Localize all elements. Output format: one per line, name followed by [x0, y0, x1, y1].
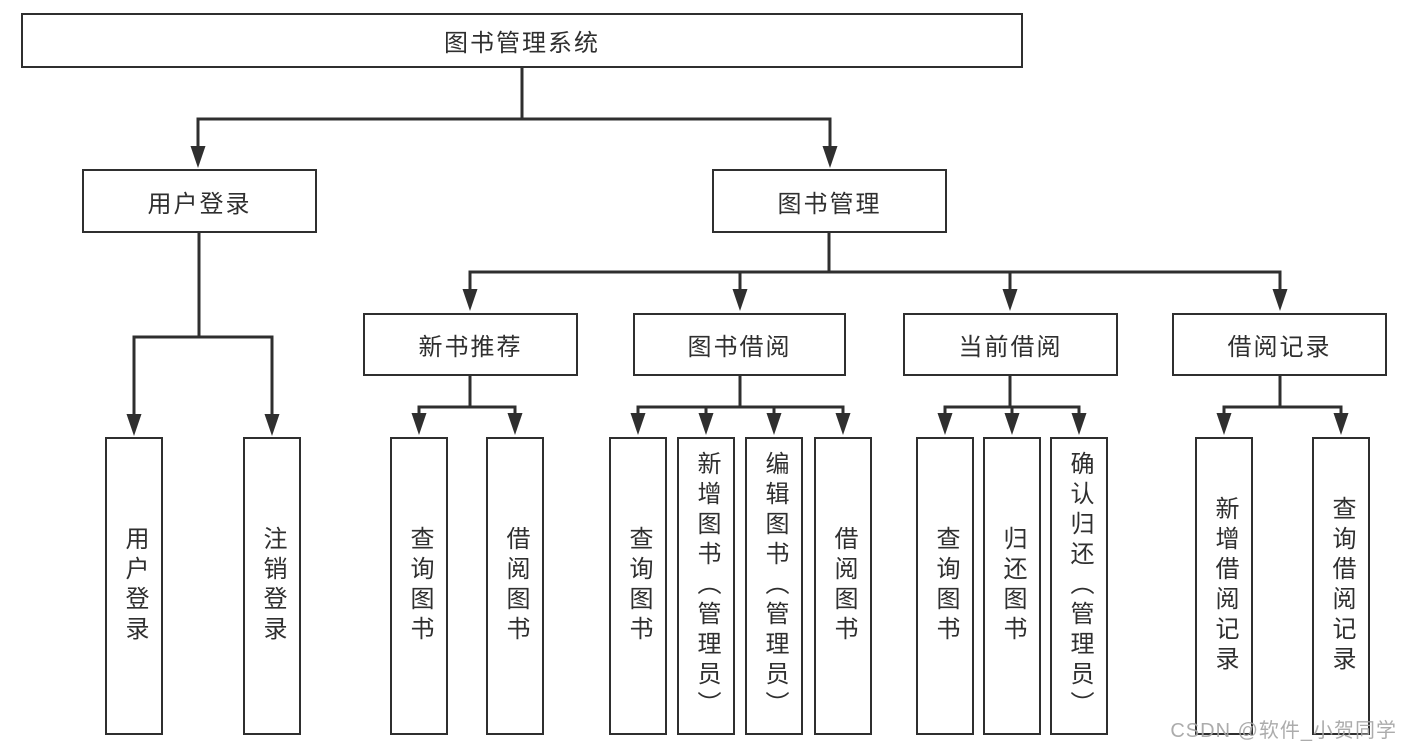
node-new-book-recommendation: 新书推荐: [363, 313, 578, 376]
leaf-edit-books-admin: 编辑图书（管理员）: [745, 437, 803, 735]
leaf-borrow-books-recommend: 借阅图书: [486, 437, 544, 735]
node-book-management: 图书管理: [712, 169, 947, 233]
arrowheads: [126, 146, 1349, 436]
connector-book-borrowing: [636, 374, 845, 419]
leaf-query-books-borrowing: 查询图书: [609, 437, 667, 735]
arrowhead-icon: [822, 146, 838, 168]
connector-current-borrowing: [943, 374, 1081, 419]
leaf-logout: 注销登录: [243, 437, 301, 735]
leaf-query-books-recommend: 查询图书: [390, 437, 448, 735]
arrowhead-icon: [1216, 413, 1232, 435]
arrowhead-icon: [1071, 413, 1087, 435]
node-book-borrowing: 图书借阅: [633, 313, 846, 376]
connector-user-login-to-leaves: [132, 231, 274, 420]
leaf-confirm-return-admin: 确认归还（管理员）: [1050, 437, 1108, 735]
leaf-query-books-current: 查询图书: [916, 437, 974, 735]
arrowhead-icon: [732, 289, 748, 311]
arrowhead-icon: [1004, 413, 1020, 435]
arrowhead-icon: [126, 414, 142, 436]
node-user-login: 用户登录: [82, 169, 317, 233]
arrowhead-icon: [1272, 289, 1288, 311]
csdn-watermark: CSDN @软件_小贺同学: [1170, 720, 1397, 742]
connector-borrowing-records: [1222, 374, 1343, 419]
connector-book-management-to-level3: [468, 231, 1282, 294]
connector-new-book-recommendation: [417, 374, 517, 419]
leaf-add-books-admin: 新增图书（管理员）: [677, 437, 735, 735]
arrowhead-icon: [462, 289, 478, 311]
arrowhead-icon: [766, 413, 782, 435]
arrowhead-icon: [698, 413, 714, 435]
arrowhead-icon: [190, 146, 206, 168]
arrowhead-icon: [1002, 289, 1018, 311]
arrowhead-icon: [1333, 413, 1349, 435]
leaf-return-books: 归还图书: [983, 437, 1041, 735]
arrowhead-icon: [835, 413, 851, 435]
arrowhead-icon: [507, 413, 523, 435]
leaf-query-borrow-record: 查询借阅记录: [1312, 437, 1370, 735]
node-library-management-system: 图书管理系统: [21, 13, 1023, 68]
arrowhead-icon: [264, 414, 280, 436]
arrowhead-icon: [937, 413, 953, 435]
node-borrowing-records: 借阅记录: [1172, 313, 1387, 376]
connector-root-to-level2: [196, 66, 832, 152]
leaf-user-login: 用户登录: [105, 437, 163, 735]
node-current-borrowing: 当前借阅: [903, 313, 1118, 376]
arrowhead-icon: [630, 413, 646, 435]
leaf-borrow-books-borrowing: 借阅图书: [814, 437, 872, 735]
arrowhead-icon: [411, 413, 427, 435]
leaf-add-borrow-record: 新增借阅记录: [1195, 437, 1253, 735]
